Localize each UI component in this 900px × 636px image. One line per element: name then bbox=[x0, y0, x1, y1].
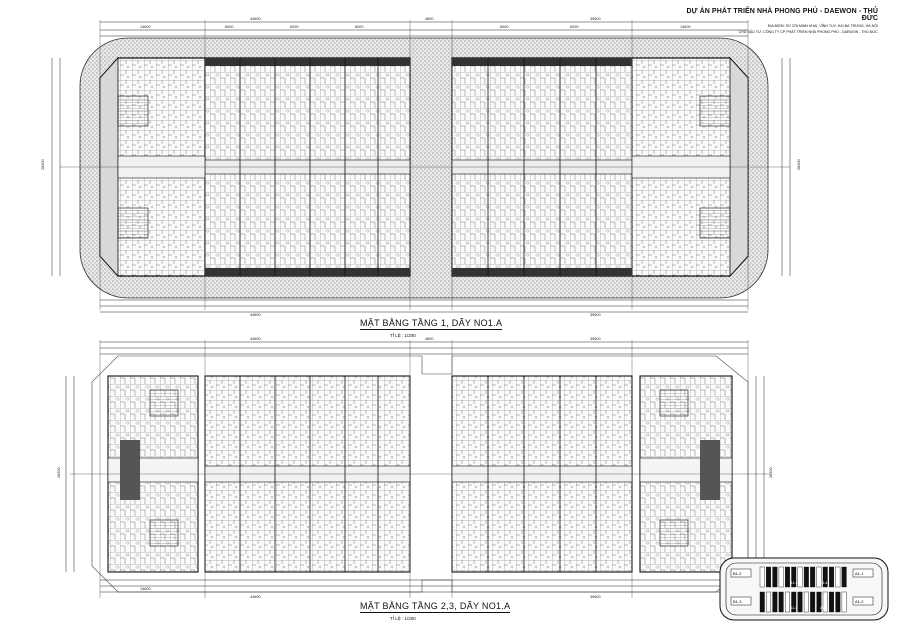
key-label-box bbox=[730, 596, 752, 606]
dimension-chain-sides-2 bbox=[65, 376, 765, 572]
dim-sub-1g: 14600 bbox=[680, 25, 691, 29]
key-unit-block bbox=[829, 566, 834, 588]
key-unit-block bbox=[772, 566, 778, 588]
plan-1-scale: TỈ LỆ : 1/200 bbox=[390, 333, 416, 338]
key-unit-block bbox=[822, 566, 828, 588]
key-unit-block bbox=[778, 591, 784, 613]
axis-grid-1 bbox=[60, 20, 790, 310]
project-address: ĐỊA ĐIỂM: SỐ 378 MINH KHAI, VĨNH TUY, HA… bbox=[767, 24, 878, 28]
dim-top-1c: 39600 bbox=[590, 17, 601, 21]
axis-grid-2 bbox=[70, 340, 770, 598]
key-label: B1-3 bbox=[733, 599, 742, 604]
key-unit-block bbox=[816, 566, 822, 588]
key-label: A1-1 bbox=[855, 571, 864, 576]
dimension-chain-top-1 bbox=[100, 21, 748, 37]
plan-2-name: MẶT BẰNG TẦNG 2,3, DÃY NO1.A bbox=[360, 601, 511, 613]
dim-sub-1f: 6000 bbox=[570, 25, 578, 29]
key-unit-block bbox=[759, 591, 765, 613]
key-unit-block bbox=[841, 566, 847, 588]
key-label: A1-4 bbox=[820, 606, 827, 610]
dimension-chain-bottom-2 bbox=[100, 579, 748, 593]
key-unit-block bbox=[785, 591, 790, 613]
dim-bottom-2c: 39600 bbox=[590, 595, 601, 599]
key-unit-block bbox=[766, 591, 771, 613]
dimension-chain-sides-1 bbox=[51, 58, 791, 276]
key-unit-block bbox=[810, 566, 816, 588]
dimension-chain-top-2 bbox=[100, 341, 748, 355]
key-label-box bbox=[852, 568, 874, 578]
key-unit-block bbox=[778, 566, 784, 588]
plan-2-scale: TỈ LỆ : 1/200 bbox=[390, 616, 416, 621]
key-unit-block bbox=[816, 591, 822, 613]
plan-2: 44600 4600 39600 14600 44600 39600 28400… bbox=[57, 337, 773, 599]
dim-top-1b: 4600 bbox=[425, 17, 433, 21]
plan-1-name: MẶT BẰNG TẦNG 1, DÃY NO1.A bbox=[360, 318, 503, 330]
key-label-box bbox=[730, 568, 752, 578]
project-title: DỰ ÁN PHÁT TRIỂN NHÀ PHONG PHÚ - DAEWON … bbox=[686, 8, 878, 22]
dim-top-2a: 44600 bbox=[250, 337, 261, 341]
dim-top-2b: 4600 bbox=[425, 337, 433, 341]
key-label: A1-3 bbox=[790, 606, 797, 610]
key-unit-block bbox=[791, 566, 797, 588]
plan-1: 44600 4600 39600 14600 6000 6000 6000 60… bbox=[41, 17, 801, 317]
key-label: B1-1 bbox=[790, 581, 797, 585]
key-unit-block bbox=[772, 591, 778, 613]
dim-side-2-right: 28400 bbox=[769, 467, 773, 478]
key-unit-block bbox=[841, 591, 847, 613]
dim-bottom-1c: 39600 bbox=[590, 313, 601, 317]
dim-side-2-left: 28400 bbox=[57, 467, 61, 478]
dim-sub-1c: 6000 bbox=[290, 25, 298, 29]
dimension-chain-bottom-1 bbox=[100, 299, 748, 313]
key-unit-block bbox=[803, 566, 809, 588]
key-unit-block bbox=[791, 591, 797, 613]
dim-sub-1e: 6000 bbox=[500, 25, 508, 29]
key-unit-block bbox=[759, 566, 765, 588]
dim-bottom-2a: 14600 bbox=[140, 587, 151, 591]
dim-bottom-2b: 44600 bbox=[250, 595, 261, 599]
plan-title-1: MẶT BẰNG TẦNG 1, DÃY NO1.A TỈ LỆ : 1/200 bbox=[360, 318, 503, 338]
key-label: B1-2 bbox=[733, 571, 742, 576]
dim-top-1a: 44600 bbox=[250, 17, 261, 21]
plan-title-2: MẶT BẰNG TẦNG 2,3, DÃY NO1.A TỈ LỆ : 1/2… bbox=[360, 601, 511, 621]
dim-sub-1a: 14600 bbox=[140, 25, 151, 29]
key-label: B1-4 bbox=[820, 581, 827, 585]
key-label: A1-2 bbox=[855, 599, 864, 604]
key-unit-block bbox=[835, 591, 841, 613]
title-block: DỰ ÁN PHÁT TRIỂN NHÀ PHONG PHÚ - DAEWON … bbox=[678, 8, 878, 34]
dim-top-2c: 39600 bbox=[590, 337, 601, 341]
key-unit-block bbox=[797, 591, 803, 613]
key-unit-block bbox=[810, 591, 816, 613]
key-unit-block bbox=[835, 566, 841, 588]
project-owner: CHỦ ĐẦU TƯ: CÔNG TY CP PHÁT TRIỂN NHÀ PH… bbox=[738, 30, 878, 34]
dim-sub-1b: 6000 bbox=[225, 25, 233, 29]
dim-bottom-1a: 44600 bbox=[250, 313, 261, 317]
dim-side-1-right: 28400 bbox=[797, 159, 801, 170]
key-unit-block bbox=[797, 566, 803, 588]
key-unit-block bbox=[822, 591, 828, 613]
key-unit-block bbox=[785, 566, 790, 588]
key-unit-block bbox=[803, 591, 809, 613]
dim-side-1-left: 28400 bbox=[41, 159, 45, 170]
key-unit-block bbox=[766, 566, 771, 588]
key-label-box bbox=[852, 596, 874, 606]
key-plan: B1-2B1-3 A1-1A1-2 B1-1 B1-4A1-3 A1-4 bbox=[719, 557, 889, 621]
dim-sub-1d: 6000 bbox=[355, 25, 363, 29]
key-unit-block bbox=[829, 591, 834, 613]
